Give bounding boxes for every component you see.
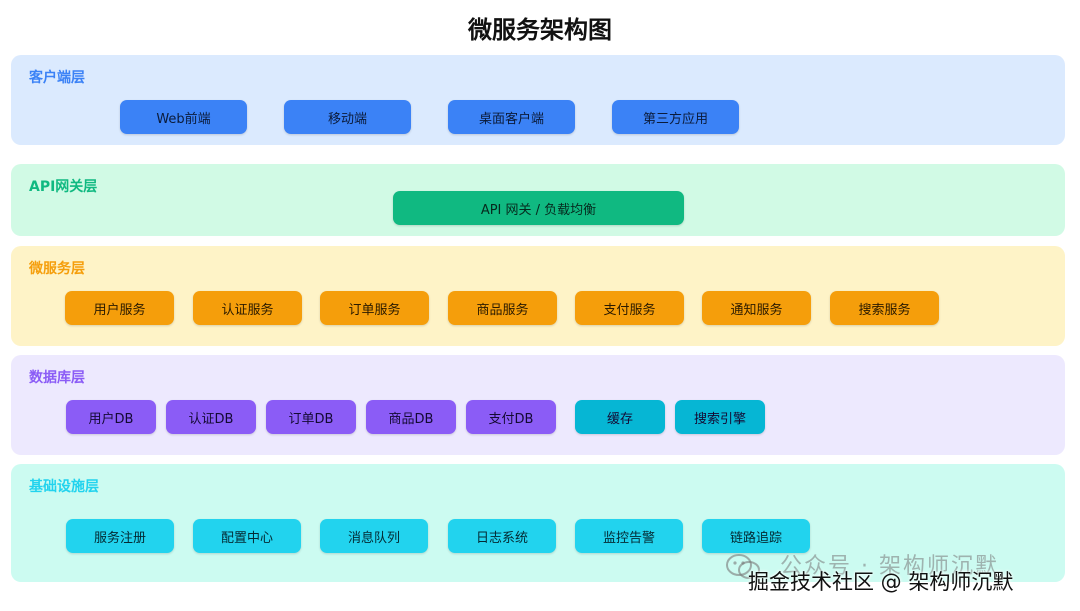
db-box-order[interactable]: 订单DB bbox=[266, 400, 356, 434]
infra-box-mq[interactable]: 消息队列 bbox=[320, 519, 428, 553]
gateway-layer: API网关层 API 网关 / 负载均衡 bbox=[11, 164, 1065, 236]
infra-box-monitoring[interactable]: 监控告警 bbox=[575, 519, 683, 553]
services-layer-title: 微服务层 bbox=[29, 261, 85, 277]
client-box-thirdparty[interactable]: 第三方应用 bbox=[612, 100, 739, 134]
service-box-payment[interactable]: 支付服务 bbox=[575, 291, 684, 325]
infra-box-tracing[interactable]: 链路追踪 bbox=[702, 519, 810, 553]
db-box-auth[interactable]: 认证DB bbox=[166, 400, 256, 434]
gateway-box-api[interactable]: API 网关 / 负载均衡 bbox=[393, 191, 684, 225]
service-box-notify[interactable]: 通知服务 bbox=[702, 291, 811, 325]
service-box-auth[interactable]: 认证服务 bbox=[193, 291, 302, 325]
db-box-user[interactable]: 用户DB bbox=[66, 400, 156, 434]
infra-box-registry[interactable]: 服务注册 bbox=[66, 519, 174, 553]
diagram-title: 微服务架构图 bbox=[468, 16, 612, 44]
client-box-web[interactable]: Web前端 bbox=[120, 100, 247, 134]
client-layer: 客户端层 Web前端 移动端 桌面客户端 第三方应用 bbox=[11, 55, 1065, 145]
service-box-order[interactable]: 订单服务 bbox=[320, 291, 429, 325]
watermark-line1: 公众号 · 架构师沉默 bbox=[780, 554, 999, 579]
wechat-icon bbox=[726, 554, 760, 579]
watermark-line2: 掘金技术社区 @ 架构师沉默 bbox=[748, 570, 1014, 594]
gateway-layer-title: API网关层 bbox=[29, 179, 98, 195]
infra-box-logging[interactable]: 日志系统 bbox=[448, 519, 556, 553]
service-box-user[interactable]: 用户服务 bbox=[65, 291, 174, 325]
database-layer-title: 数据库层 bbox=[29, 370, 85, 386]
cache-box[interactable]: 缓存 bbox=[575, 400, 665, 434]
service-box-search[interactable]: 搜索服务 bbox=[830, 291, 939, 325]
search-engine-box[interactable]: 搜索引擎 bbox=[675, 400, 765, 434]
client-layer-title: 客户端层 bbox=[29, 70, 85, 86]
service-box-product[interactable]: 商品服务 bbox=[448, 291, 557, 325]
db-box-product[interactable]: 商品DB bbox=[366, 400, 456, 434]
services-layer: 微服务层 用户服务 认证服务 订单服务 商品服务 支付服务 通知服务 搜索服务 bbox=[11, 246, 1065, 346]
database-layer: 数据库层 用户DB 认证DB 订单DB 商品DB 支付DB 缓存 搜索引擎 bbox=[11, 355, 1065, 455]
infra-layer: 基础设施层 服务注册 配置中心 消息队列 日志系统 监控告警 链路追踪 bbox=[11, 464, 1065, 582]
client-box-mobile[interactable]: 移动端 bbox=[284, 100, 411, 134]
client-box-desktop[interactable]: 桌面客户端 bbox=[448, 100, 575, 134]
infra-box-config[interactable]: 配置中心 bbox=[193, 519, 301, 553]
infra-layer-title: 基础设施层 bbox=[29, 479, 99, 495]
db-box-payment[interactable]: 支付DB bbox=[466, 400, 556, 434]
